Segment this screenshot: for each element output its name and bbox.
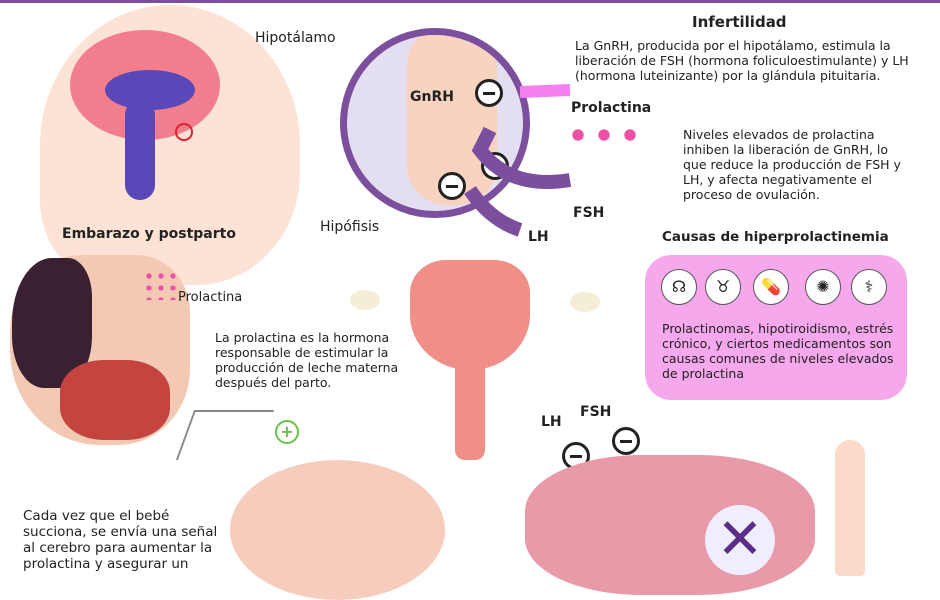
ovary-fsh-label: FSH [580, 404, 612, 420]
plus-icon: + [275, 420, 299, 444]
brainstem-icon [125, 100, 155, 200]
causes-panel: ☊ ♉ 💊 ✺ ⚕ Prolactinomas, hipotiroidismo,… [645, 255, 907, 400]
minus-icon [475, 79, 503, 107]
left-ovary-icon [350, 290, 380, 310]
neuron-icon [175, 410, 275, 460]
prolactin-label: Prolactina [571, 100, 652, 116]
pregnancy-title: Embarazo y postparto [62, 226, 236, 242]
stress-icon: ✺ [805, 269, 841, 305]
pregnancy-description: La prolactina es la hormona responsable … [215, 330, 399, 390]
infertility-title: Infertilidad [692, 13, 787, 31]
pills-icon: 💊 [753, 269, 789, 305]
prolactin-molecules-icon [143, 270, 178, 300]
medication-icon: ⚕ [851, 269, 887, 305]
baby-blanket [60, 360, 170, 440]
infertility-intro: La GnRH, producida por el hipotálamo, es… [575, 38, 909, 83]
ovary-lh-label: LH [541, 414, 562, 430]
fsh-label: FSH [573, 205, 605, 221]
hypothalamus-label: Hipotálamo [255, 30, 336, 46]
prolactin-effect-text: Niveles elevados de prolactina inhiben l… [683, 127, 901, 202]
thyroid-icon: ♉ [705, 269, 741, 305]
breast-illustration [230, 460, 445, 600]
causes-text: Prolactinomas, hipotiroidismo, estrés cr… [662, 321, 894, 381]
woman-silhouette [835, 440, 865, 576]
top-border [0, 0, 940, 3]
lh-label: LH [528, 229, 549, 245]
pituitary-marker-icon [175, 123, 193, 141]
arrows-icon [464, 84, 572, 237]
cervix-illustration [455, 360, 485, 460]
uterus-illustration [410, 260, 530, 370]
prolactin-molecules-icon [565, 122, 645, 152]
pituitary-label: Hipófisis [320, 219, 380, 235]
gnrh-label: GnRH [410, 89, 454, 105]
tumor-icon: ☊ [661, 269, 697, 305]
zoom-lens [340, 28, 530, 218]
pregnancy-prolactin-label: Prolactina [178, 290, 243, 305]
blocked-follicle-icon: ✕ [705, 505, 775, 575]
right-ovary-icon [570, 292, 600, 312]
suckling-text: Cada vez que el bebé succiona, se envía … [23, 508, 218, 572]
causes-title: Causas de hiperprolactinemia [662, 229, 889, 245]
minus-icon [438, 172, 466, 200]
minus-icon [612, 427, 640, 455]
